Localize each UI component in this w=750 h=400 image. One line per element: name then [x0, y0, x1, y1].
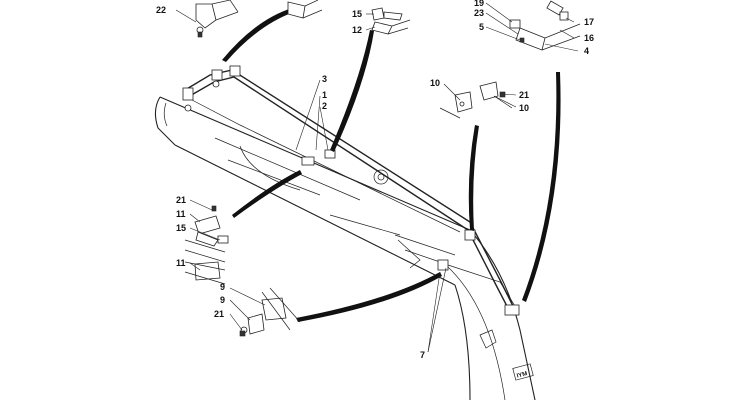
detail-clamp-11-lower	[184, 261, 226, 285]
leader-lines	[175, 2, 579, 353]
boom-plate: IYM	[512, 363, 534, 381]
callout-22: 22	[156, 5, 166, 15]
callout-3: 3	[322, 74, 327, 84]
callout-11-lower: 11	[176, 258, 186, 268]
callout-21-left: 21	[176, 195, 186, 205]
plate-text: IYM	[516, 371, 528, 380]
callout-19: 19	[474, 0, 484, 8]
callout-9-upper: 9	[220, 282, 225, 292]
callout-5: 5	[479, 22, 484, 32]
detail-clamp-21-11-15	[184, 205, 229, 263]
callout-labels: 22 15 12 19 23 5 17 16 4 3 1 2 10 21 10 …	[156, 0, 594, 360]
callout-23: 23	[474, 8, 484, 18]
detail-clamp-9-21	[239, 287, 301, 337]
hydraulic-tubes	[182, 65, 520, 316]
callout-1: 1	[322, 90, 327, 100]
boom-body: IYM	[154, 96, 536, 400]
callout-10-right: 10	[519, 103, 529, 113]
detail-fittings-top-right	[509, 0, 581, 51]
callout-2: 2	[322, 101, 327, 111]
detail-bracket-top-center	[287, 0, 323, 19]
callout-10-top: 10	[430, 78, 440, 88]
callout-4: 4	[584, 46, 589, 56]
callout-15-left: 15	[176, 223, 186, 233]
callout-21-right: 21	[519, 90, 529, 100]
detail-bracket-22	[195, 0, 239, 38]
detail-arcs	[222, 8, 561, 322]
callout-11-upper: 11	[176, 209, 186, 219]
detail-clamp-10-21	[439, 81, 513, 119]
callout-12: 12	[352, 25, 362, 35]
callout-15: 15	[352, 9, 362, 19]
callout-17: 17	[584, 17, 594, 27]
callout-7: 7	[420, 350, 425, 360]
detail-clamp-15-12	[371, 7, 411, 35]
callout-16: 16	[584, 33, 594, 43]
callout-9-lower: 9	[220, 295, 225, 305]
callout-21-bottom: 21	[214, 309, 224, 319]
